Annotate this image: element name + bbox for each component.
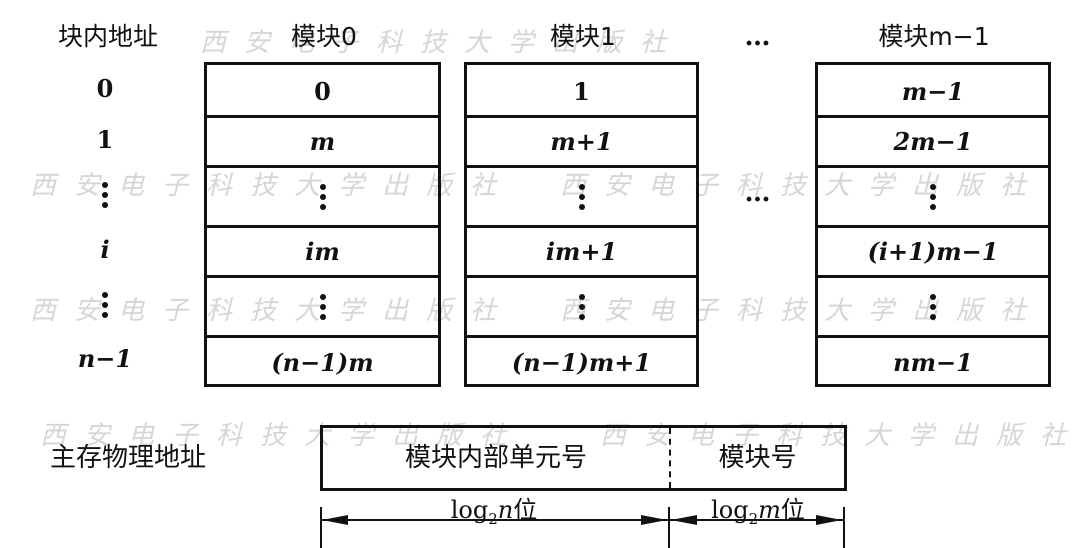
- field-divider: [669, 428, 671, 488]
- middle-ellipsis: …: [744, 178, 772, 208]
- vertical-ellipsis-icon: [102, 292, 108, 318]
- row-index: 1: [96, 125, 114, 154]
- module-cell: 1: [573, 77, 590, 106]
- dimension-tick: [668, 507, 670, 548]
- log-base: 2: [749, 510, 759, 528]
- vertical-ellipsis-icon: [578, 293, 585, 320]
- module-cell: (n−1)m: [207, 335, 438, 387]
- vertical-ellipsis-icon: [930, 293, 936, 320]
- module-cell: m: [207, 115, 438, 165]
- module-cell-vdots: [818, 275, 1048, 335]
- module-cell: m+1: [467, 115, 696, 165]
- row-index: i: [100, 235, 110, 264]
- address-field-unit-number: 模块内部单元号: [404, 443, 587, 473]
- module-cell-vdots: [207, 165, 438, 225]
- dimension-tick: [320, 507, 322, 548]
- log-base: 2: [488, 510, 498, 528]
- dimension-line: [322, 519, 668, 521]
- module-0-column: 0 m im (n−1)m: [204, 62, 441, 387]
- module-cell: (n−1)m+1: [467, 335, 696, 387]
- module-0-header: 模块0: [291, 22, 357, 51]
- dimension-tick: [843, 507, 845, 548]
- module-cell-vdots: [467, 165, 696, 225]
- module-cell-vdots: [467, 275, 696, 335]
- module-cell: im+1: [467, 225, 696, 275]
- vertical-ellipsis-icon: [102, 182, 108, 208]
- module-cell: (i+1)m−1: [818, 225, 1048, 275]
- vertical-ellipsis-icon: [319, 293, 326, 320]
- module-1-header: 模块1: [550, 22, 616, 51]
- header-ellipsis: …: [744, 22, 772, 52]
- row-index: n−1: [77, 344, 133, 373]
- module-cell: 0: [314, 77, 331, 106]
- module-m-1-column: m−1 2m−1 (i+1)m−1 nm−1: [815, 62, 1051, 387]
- module-cell: m−1: [901, 77, 965, 106]
- log-var: m: [758, 496, 781, 524]
- module-cell: 2m−1: [818, 115, 1048, 165]
- address-field-module-number: 模块号: [718, 443, 797, 473]
- vertical-ellipsis-icon: [578, 183, 585, 210]
- vertical-ellipsis-icon: [930, 183, 936, 210]
- physical-address-box: 模块内部单元号 模块号: [320, 425, 847, 491]
- row-index-vdots: [40, 165, 170, 225]
- vertical-ellipsis-icon: [319, 183, 326, 210]
- dimension-line: [670, 519, 843, 521]
- module-cell: nm−1: [818, 335, 1048, 387]
- log-var: n: [497, 496, 514, 524]
- module-cell-vdots: [207, 275, 438, 335]
- module-1-column: 1 m+1 im+1 (n−1)m+1: [464, 62, 699, 387]
- row-index-vdots: [40, 275, 170, 335]
- row-index: 0: [96, 74, 114, 103]
- index-column-header: 块内地址: [57, 22, 158, 51]
- module-m-1-header: 模块m−1: [878, 22, 990, 51]
- physical-address-label: 主存物理地址: [50, 443, 207, 473]
- module-cell: im: [207, 225, 438, 275]
- module-cell-vdots: [818, 165, 1048, 225]
